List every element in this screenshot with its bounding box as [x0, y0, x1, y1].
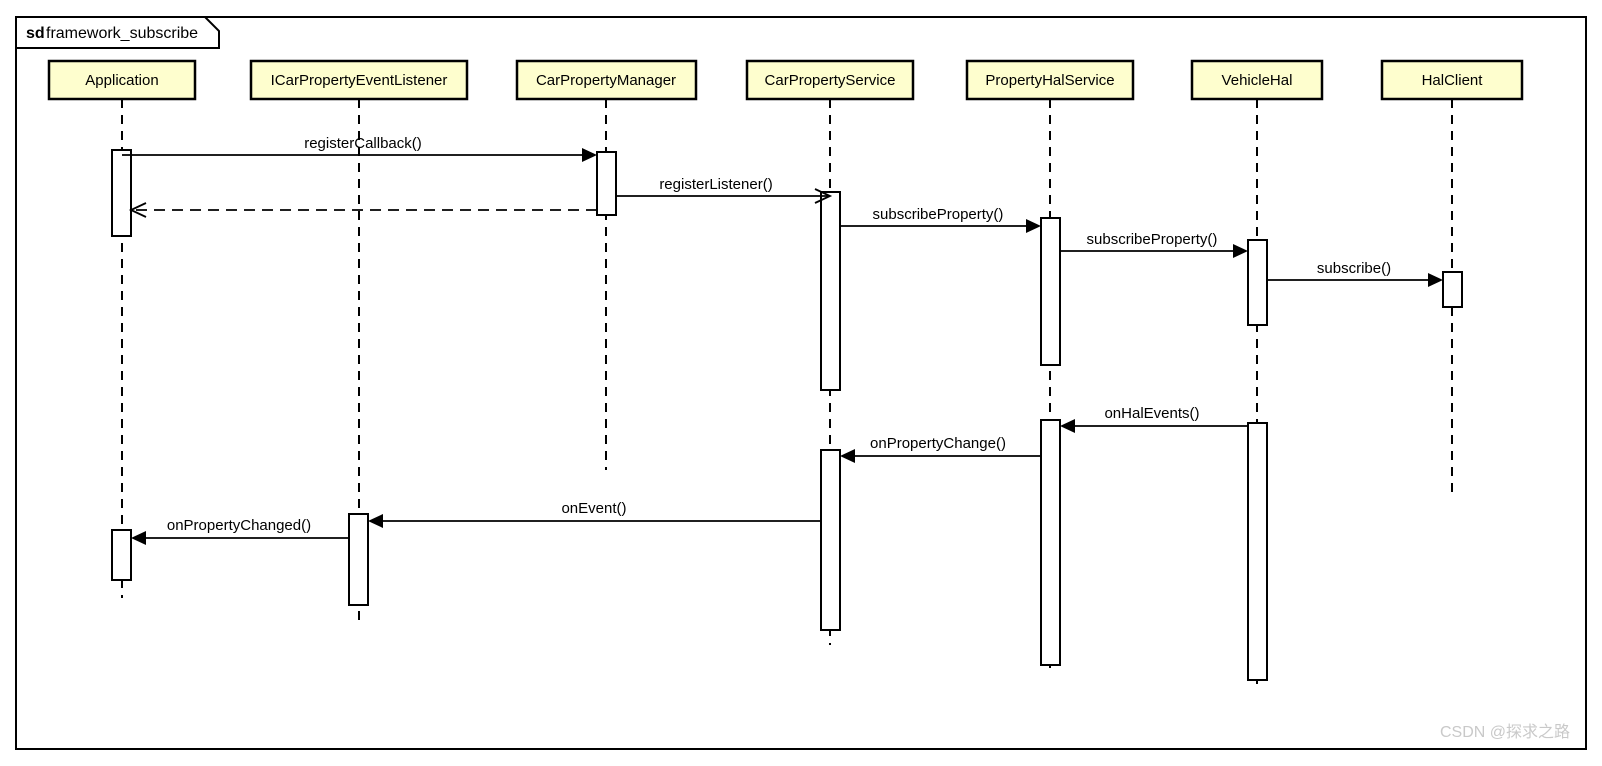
participant-label-carpropertymanager: CarPropertyManager: [536, 72, 676, 89]
diagram-frame: sd framework_subscribe: [15, 16, 1587, 750]
message-label-m10: onPropertyChanged(): [167, 517, 311, 534]
participant-box-vehiclehal: [1190, 59, 1324, 101]
participant-box-carpropertymanager: [515, 59, 698, 101]
message-m6: subscribe(): [1267, 260, 1443, 287]
participant-box-application: [47, 59, 197, 101]
activation-bar-icarpropertyeventlistener-2: [348, 513, 369, 606]
message-m1: registerCallback(): [122, 135, 597, 162]
message-label-m4: subscribeProperty(): [873, 206, 1004, 223]
arrowhead-m9: [368, 514, 383, 528]
activations-layer: [111, 149, 1463, 681]
activation-bar-halclient-10: [1442, 271, 1463, 308]
activation-bar-application-1: [111, 529, 132, 581]
activation-bar-vehiclehal-9: [1247, 422, 1268, 681]
participant-halclient[interactable]: HalClient: [1380, 59, 1524, 101]
activation-bar-carpropertymanager-3: [596, 151, 617, 216]
message-label-m9: onEvent(): [561, 500, 626, 517]
message-m9: onEvent(): [368, 500, 821, 528]
frame-border-rect: [15, 16, 1587, 750]
arrowhead-m2: [128, 202, 147, 218]
participants-layer: Application ICarPropertyEventListener CarP…: [47, 59, 1524, 101]
message-m7: onHalEvents(): [1060, 405, 1248, 433]
watermark-text: CSDN @探求之路: [1440, 723, 1570, 741]
message-m10: onPropertyChanged(): [131, 517, 349, 545]
arrowhead-m4: [1026, 219, 1041, 233]
arrowhead-m8: [840, 449, 855, 463]
arrowhead-m1: [582, 148, 597, 162]
arrowhead-m10: [131, 531, 146, 545]
message-m2: [128, 202, 597, 218]
arrowhead-m7: [1060, 419, 1075, 433]
message-label-m1: registerCallback(): [304, 135, 422, 152]
participant-carpropertymanager[interactable]: CarPropertyManager: [515, 59, 698, 101]
message-m5: subscribeProperty(): [1060, 231, 1248, 258]
participant-box-propertyhalservice: [965, 59, 1135, 101]
participant-propertyhalservice[interactable]: PropertyHalService: [965, 59, 1135, 101]
arrowhead-m6: [1428, 273, 1443, 287]
message-label-m7: onHalEvents(): [1104, 405, 1199, 422]
frame-tab-shape: [15, 16, 220, 49]
participant-label-propertyhalservice: PropertyHalService: [985, 72, 1114, 89]
message-m8: onPropertyChange(): [840, 435, 1041, 463]
arrowhead-m5: [1233, 244, 1248, 258]
activation-bar-vehiclehal-8: [1247, 239, 1268, 326]
participant-carpropertyservice[interactable]: CarPropertyService: [745, 59, 915, 101]
participant-box-halclient: [1380, 59, 1524, 101]
message-label-m8: onPropertyChange(): [870, 435, 1006, 452]
participant-box-carpropertyservice: [745, 59, 915, 101]
participant-icarpropertyeventlistener[interactable]: ICarPropertyEventListener: [249, 59, 469, 101]
message-m4: subscribeProperty(): [840, 206, 1041, 233]
activation-bar-carpropertyservice-5: [820, 449, 841, 631]
frame-name-label: framework_subscribe: [46, 25, 198, 42]
participant-label-vehiclehal: VehicleHal: [1222, 72, 1293, 89]
participant-vehiclehal[interactable]: VehicleHal: [1190, 59, 1324, 101]
participant-label-application: Application: [85, 72, 158, 89]
activation-bar-carpropertyservice-4: [820, 191, 841, 391]
messages-layer: registerCallback() registerListener() subs…: [122, 135, 1443, 545]
activation-bar-propertyhalservice-7: [1040, 419, 1061, 666]
message-label-m6: subscribe(): [1317, 260, 1391, 277]
activation-bar-application-0: [111, 149, 132, 237]
frame-keyword-label: sd: [26, 25, 45, 42]
participant-label-icarpropertyeventlistener: ICarPropertyEventListener: [271, 72, 448, 89]
participant-application[interactable]: Application: [47, 59, 197, 101]
participant-label-halclient: HalClient: [1422, 72, 1484, 89]
message-m3: registerListener(): [616, 176, 833, 204]
participant-box-icarpropertyeventlistener: [249, 59, 469, 101]
participant-label-carpropertyservice: CarPropertyService: [765, 72, 896, 89]
message-label-m3: registerListener(): [659, 176, 772, 193]
activation-bar-propertyhalservice-6: [1040, 217, 1061, 366]
arrowhead-m3: [814, 188, 833, 204]
message-label-m5: subscribeProperty(): [1087, 231, 1218, 248]
